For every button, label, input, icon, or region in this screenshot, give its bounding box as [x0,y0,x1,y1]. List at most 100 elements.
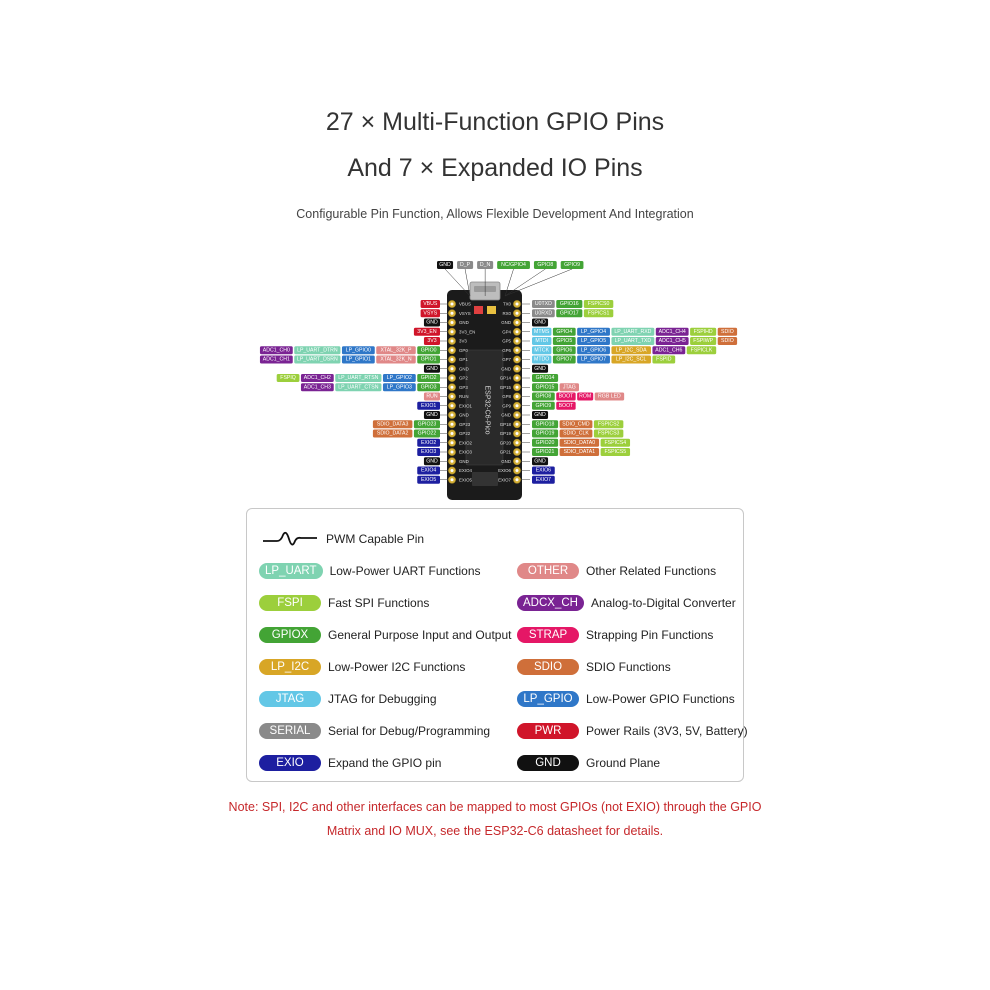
left-7-label-0-bg [423,364,440,373]
left-pin-hole-4 [450,339,454,343]
left-5-label-3: XTAL_32K_P [380,347,412,353]
board-name-silk: ESP32-C6-Pico [484,385,491,434]
top-leader-5 [504,268,573,297]
left-2-label-0-bg [423,318,440,327]
pwm-wave-icon [263,531,317,546]
right-3-label-0-bg [532,327,552,336]
left-5-label-4: GPIO0 [421,347,437,353]
right-1-label-2-bg [583,309,614,318]
left-pin-hole-17 [450,459,454,463]
right-0-label-0: U0TXD [535,301,552,307]
right-15-label-2-bg [600,438,631,447]
right-5-label-5: FSPICLK [691,347,713,353]
right-4-label-3-bg [611,337,655,345]
left-silk-7: GND [459,366,469,371]
right-pin-hole-19 [515,478,519,482]
left-pin-hole-0 [450,302,454,306]
right-14-label-0-bg [532,429,559,438]
right-11-label-0-bg [532,401,555,410]
right-pin-hole-12 [515,413,519,417]
left-5-label-0: ADC1_CH0 [263,347,290,353]
right-8-label-0: GPIO14 [536,375,555,381]
left-5-label-1: LP_UART_DTRN [297,347,338,353]
right-3-label-4: ADC1_CH4 [659,329,686,335]
right-pin-hole-1 [515,311,519,315]
right-10-label-3-bg [594,392,625,401]
left-silk-14: GP22 [459,431,471,436]
left-pin-hole-2 [450,321,454,324]
left-pin-hole-19 [450,478,454,482]
right-5-label-4: ADC1_CH6 [655,347,682,353]
left-10-label-0-bg [423,392,440,401]
right-9-label-0: GPIO15 [536,384,555,390]
right-6-label-4: FSPID [656,357,672,363]
right-19-label-0-bg [532,475,555,484]
left-5-label-2: LP_GPIO0 [346,347,371,353]
right-3-label-5-bg [690,327,717,336]
left-6-label-2: LP_GPIO1 [346,357,371,363]
right-15-label-2: FSPICS4 [605,440,627,446]
right-11-label-1-bg [556,401,576,410]
top-leader-4 [504,268,546,297]
right-pin-hole-17 [515,459,519,463]
right-pin-hole-2 [515,321,519,324]
right-10-label-3: RGB LED [598,394,621,400]
right-15-label-0: GPIO20 [536,440,555,446]
left-0-label-0-bg [420,300,440,308]
left-silk-18: EXIO4 [459,468,472,473]
left-19-label-0-bg [417,475,440,484]
left-pin-hole-8 [450,376,454,380]
right-pin-hole-5 [515,348,519,352]
top-label-2-bg [477,261,494,269]
right-6-label-3-bg [611,355,651,364]
right-6-label-0: MTDO [534,357,549,363]
left-6-label-0-bg [259,355,293,364]
left-15-label-0-bg [417,438,440,447]
right-6-label-0-bg [532,355,552,364]
right-14-label-1: SDIO_CLK [563,431,589,437]
left-silk-10: RUN [459,394,469,399]
right-13-label-2-bg [593,420,624,429]
right-5-label-0-bg [532,346,552,355]
right-silk-13: GP18 [500,422,512,427]
left-13-label-0: SDIO_DATA3 [377,421,409,427]
legend-desc-fspi: Fast SPI Functions [328,596,430,610]
legend-badge-adc: ADCX_CH [517,595,584,611]
left-3-label-0: 3V3_EN [417,329,437,335]
right-16-label-0-bg [532,448,559,456]
right-4-label-3: LP_UART_TXD [615,338,652,344]
chip-marking [472,472,498,486]
legend-badge-lp_i2c: LP_I2C [259,659,321,675]
right-4-label-1: GPIO5 [556,338,572,344]
right-1-label-2: FSPICS1 [588,310,610,316]
left-9-label-2-bg [382,383,416,392]
left-9-label-3: GPIO3 [421,384,437,390]
top-label-4: GPIO8 [537,262,553,268]
left-8-label-0: FSPIQ [280,375,296,381]
right-9-label-0-bg [532,383,559,392]
left-1-label-0: VSYS [423,310,437,316]
page-title-line2: And 7 × Expanded IO Pins [347,154,643,182]
legend-badge-lp_uart: LP_UART [259,563,323,579]
top-label-5-bg [560,261,584,269]
right-pin-hole-0 [515,302,519,306]
left-9-label-3-bg [417,383,440,392]
right-11-label-0: GPIO9 [535,403,551,409]
right-10-label-0-bg [532,392,555,401]
right-0-label-0-bg [532,300,555,308]
top-label-0-bg [437,261,454,269]
right-6-label-1: GPIO7 [556,357,572,363]
right-silk-19: EXIO7 [498,477,511,482]
left-7-label-0: GND [426,366,438,372]
legend-pwm-desc: PWM Capable Pin [326,532,425,546]
right-2-label-0-bg [532,318,549,327]
legend-badge-gpio: GPIOX [259,627,321,643]
right-silk-15: GP20 [500,440,512,445]
left-silk-2: GND [459,320,469,325]
left-8-label-3: LP_GPIO2 [387,375,412,381]
